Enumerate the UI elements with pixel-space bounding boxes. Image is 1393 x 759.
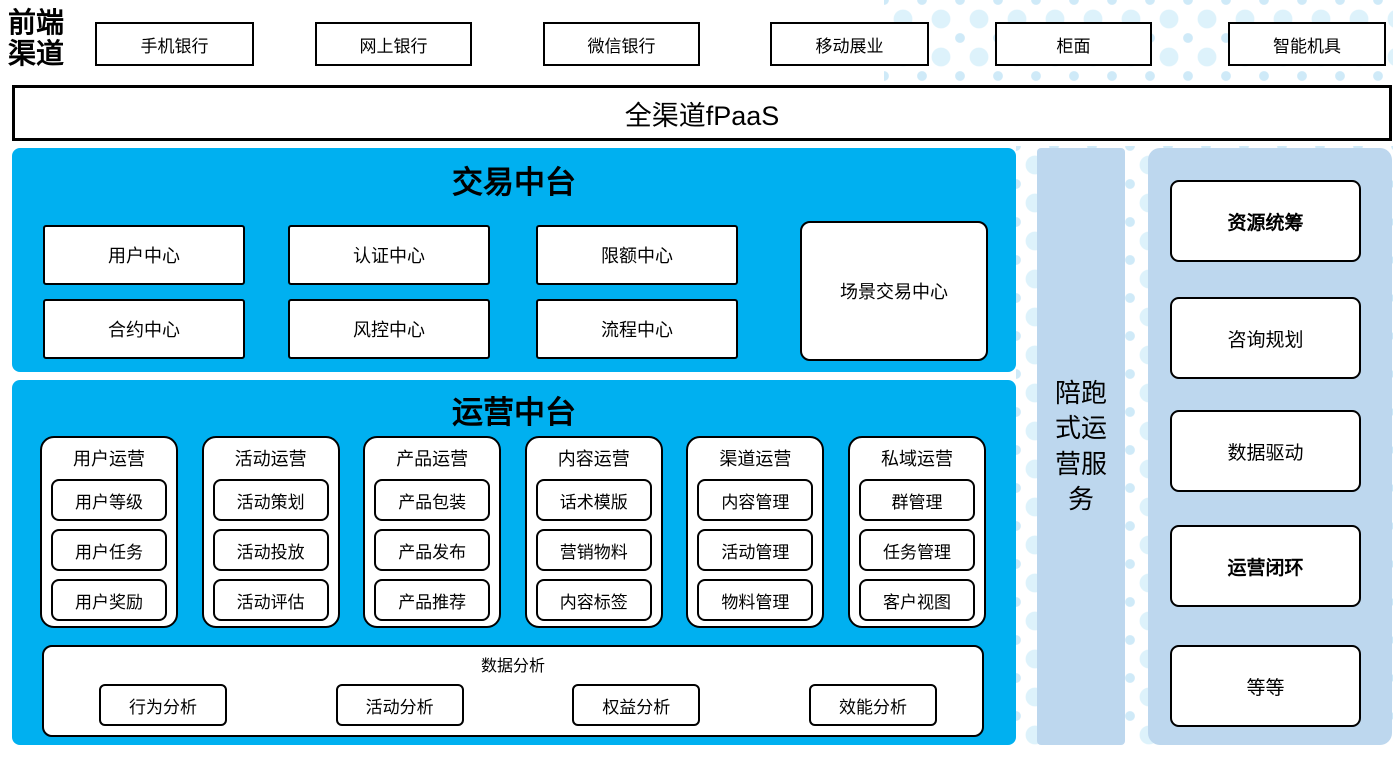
op-item: 群管理 [858,479,975,521]
op-column-header: 内容运营 [557,449,630,469]
data-analysis-header: 数据分析 [480,658,545,675]
op-item: 活动管理 [697,529,814,571]
rp-box-etc: 等等 [1170,645,1361,727]
op-column-header: 产品运营 [396,449,469,469]
center-box-auth: 认证中心 [288,225,490,285]
da-box-rights: 权益分析 [572,684,701,726]
operation-columns: 用户运营 用户等级 用户任务 用户奖励 活动运营 活动策划 活动投放 活动评估 … [40,436,986,628]
op-item: 话术模版 [535,479,652,521]
op-item: 用户任务 [51,529,167,571]
op-item: 活动策划 [212,479,329,521]
channel-box-mobile-banking: 手机银行 [95,22,254,66]
op-item: 任务管理 [858,529,975,571]
transaction-platform-title: 交易中台 [452,165,576,200]
op-column-header: 活动运营 [234,449,307,469]
channel-box-mobile-sales: 移动展业 [770,22,929,66]
data-analysis-container: 数据分析 行为分析 活动分析 权益分析 效能分析 [42,645,984,737]
rp-box-data-driven: 数据驱动 [1170,410,1361,492]
op-column-header: 用户运营 [73,449,145,469]
rp-box-consulting: 咨询规划 [1170,297,1361,379]
da-box-efficiency: 效能分析 [808,684,937,726]
fpaas-bar: 全渠道fPaaS [12,85,1392,141]
op-item: 物料管理 [697,579,814,621]
center-box-process: 流程中心 [536,299,738,359]
channel-box-smart-devices: 智能机具 [1228,22,1386,66]
scene-transaction-center-box: 场景交易中心 [800,221,988,361]
op-item: 用户等级 [51,479,167,521]
op-item: 活动评估 [212,579,329,621]
op-column-user: 用户运营 用户等级 用户任务 用户奖励 [40,436,178,628]
rp-box-resource-planning: 资源统筹 [1170,180,1361,262]
op-item: 产品推荐 [374,579,491,621]
op-column-product: 产品运营 产品包装 产品发布 产品推荐 [363,436,502,628]
right-service-panel: 资源统筹 咨询规划 数据驱动 运营闭环 等等 [1148,148,1392,745]
op-item: 产品包装 [374,479,491,521]
op-item: 营销物料 [535,529,652,571]
fpaas-bar-label: 全渠道fPaaS [624,100,780,131]
channel-box-online-banking: 网上银行 [315,22,472,66]
op-item: 内容管理 [697,479,814,521]
op-column-content: 内容运营 话术模版 营销物料 内容标签 [524,436,663,628]
op-column-private-domain: 私域运营 群管理 任务管理 客户视图 [847,436,986,628]
op-column-activity: 活动运营 活动策划 活动投放 活动评估 [201,436,340,628]
op-item: 客户视图 [858,579,975,621]
op-column-header: 私域运营 [880,449,953,469]
center-box-user: 用户中心 [43,225,245,285]
channel-box-counter: 柜面 [995,22,1152,66]
da-box-activity: 活动分析 [335,684,464,726]
op-item: 产品发布 [374,529,491,571]
center-box-risk: 风控中心 [288,299,490,359]
op-column-channel: 渠道运营 内容管理 活动管理 物料管理 [686,436,825,628]
op-column-header: 渠道运营 [719,449,792,469]
channel-box-wechat-banking: 微信银行 [543,22,700,66]
da-box-behavior: 行为分析 [99,684,227,726]
op-item: 内容标签 [535,579,652,621]
side-service-label: 陪跑式运营服务 [1054,378,1107,514]
side-service-bar: 陪跑式运营服务 [1037,148,1125,745]
operation-platform-block: 运营中台 用户运营 用户等级 用户任务 用户奖励 活动运营 活动策划 活动投放 … [12,380,1016,745]
operation-platform-title: 运营中台 [452,395,576,430]
op-item: 用户奖励 [51,579,167,621]
front-channels-label: 前端渠道 [8,8,65,71]
op-item: 活动投放 [212,529,329,571]
center-box-contract: 合约中心 [43,299,245,359]
data-analysis-items: 行为分析 活动分析 权益分析 效能分析 [99,684,937,726]
transaction-platform-block: 交易中台 用户中心 认证中心 限额中心 合约中心 风控中心 流程中心 场景交易中… [12,148,1016,372]
center-box-limit: 限额中心 [536,225,738,285]
rp-box-operation-loop: 运营闭环 [1170,525,1361,607]
